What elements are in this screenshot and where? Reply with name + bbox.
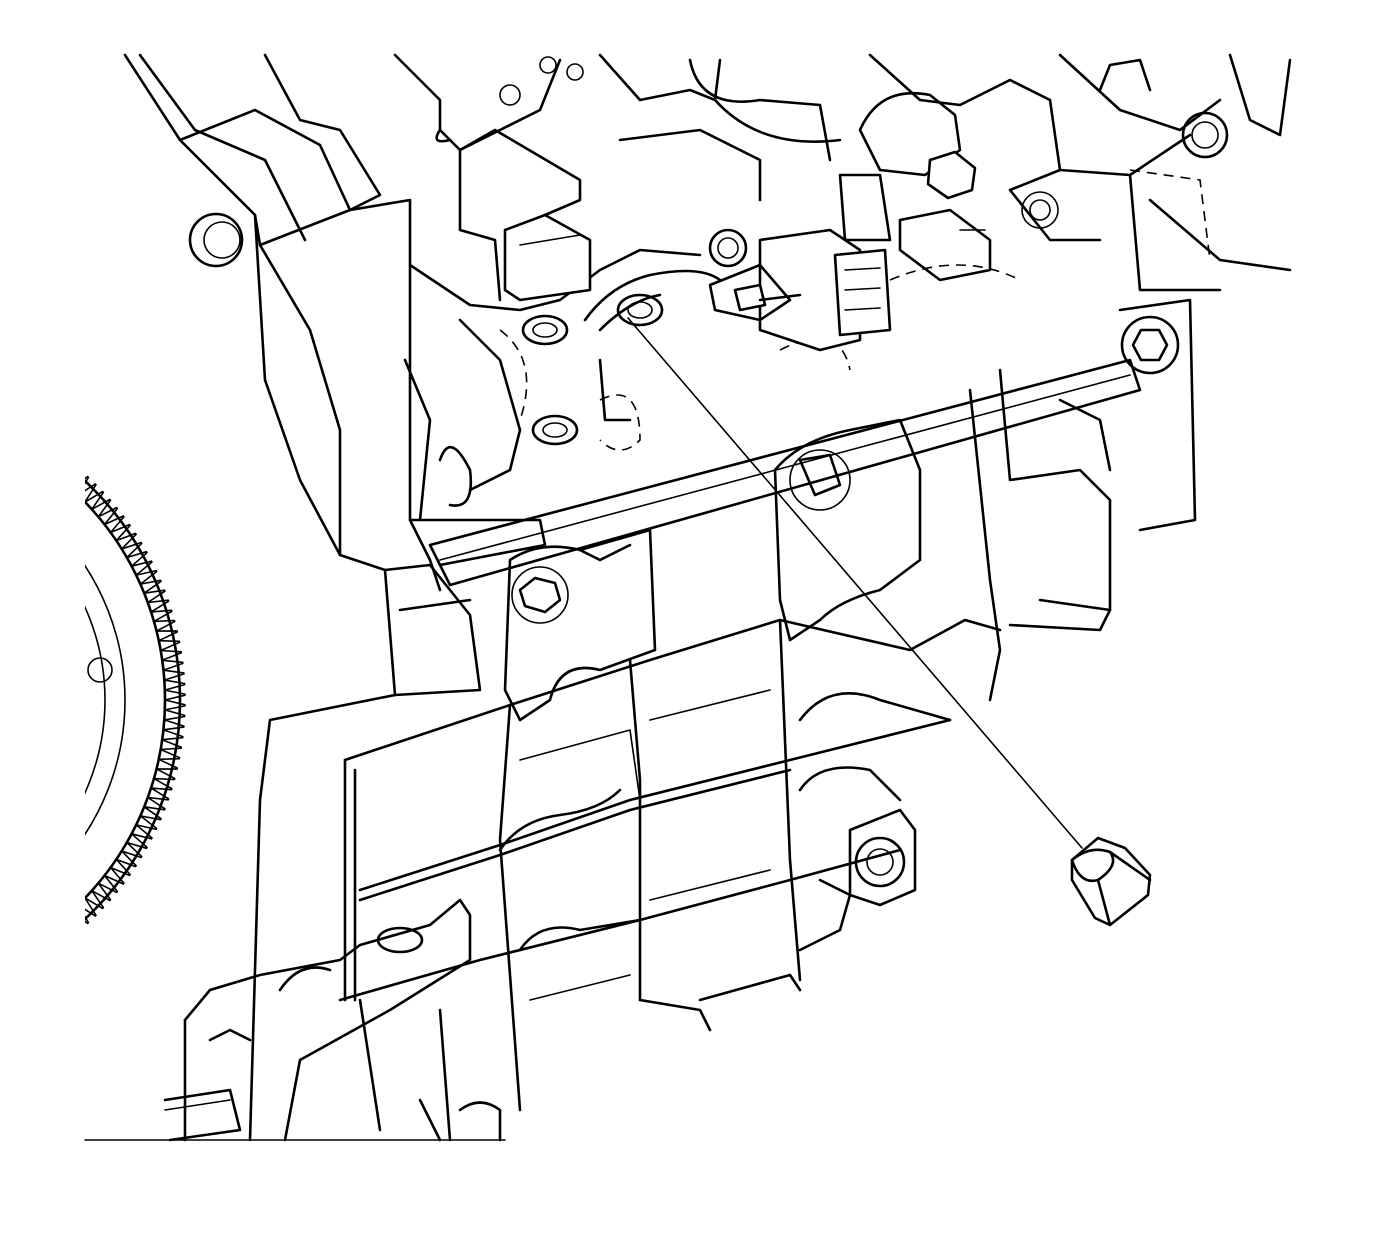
flywheel [85,475,186,925]
engine-block [123,53,1292,1142]
plug-part [1070,836,1152,927]
callout-leader [627,317,1083,849]
